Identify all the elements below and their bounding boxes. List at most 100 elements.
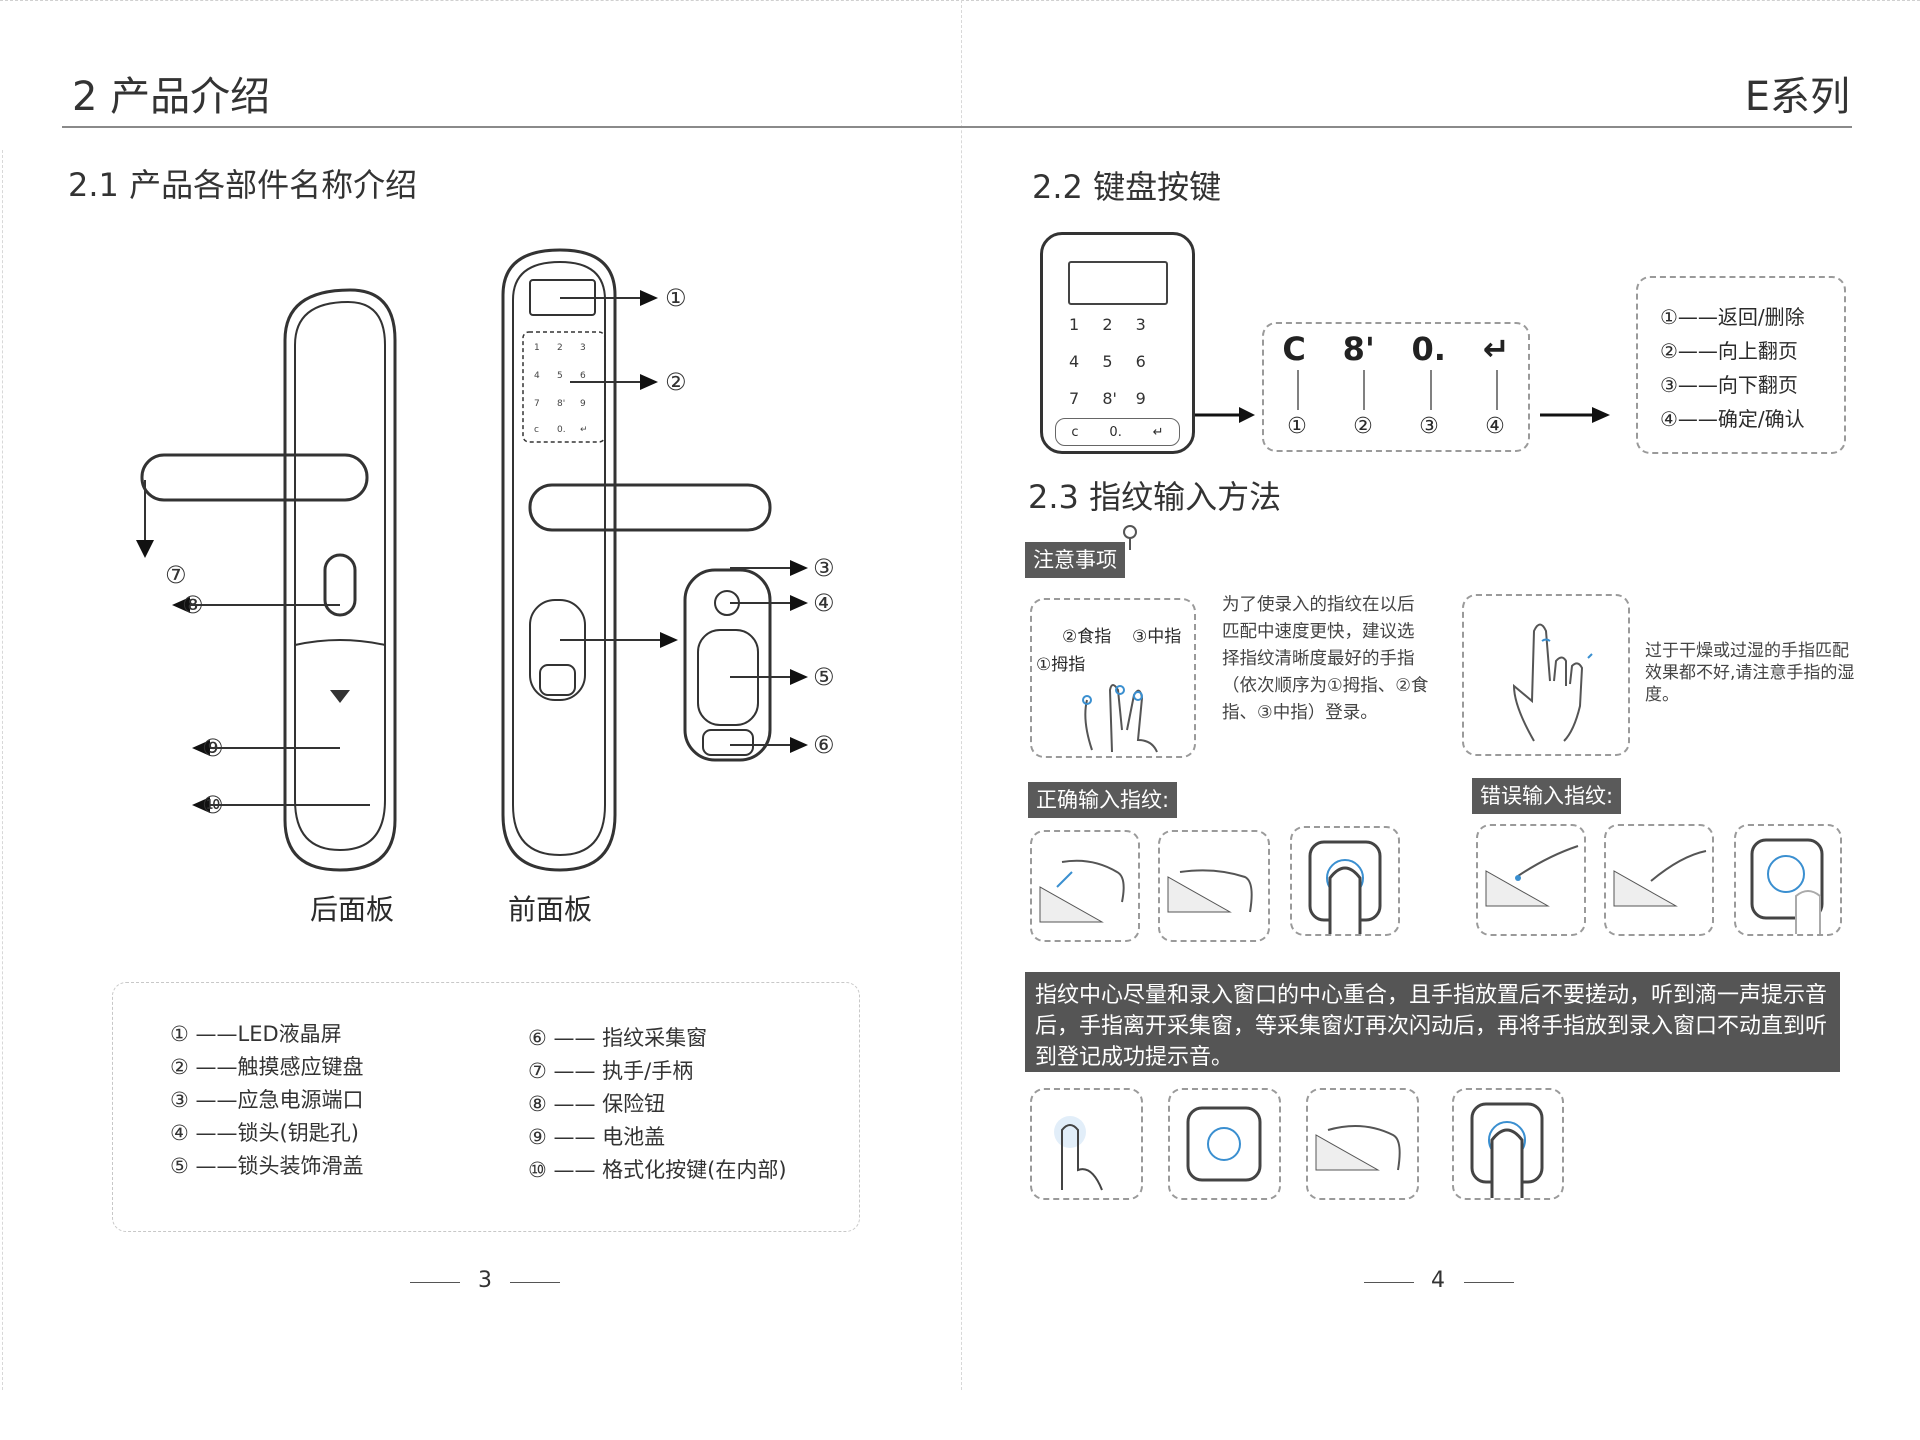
key-number: ④ [1485,414,1505,439]
legend-item: ⑧ —— 保险钮 [528,1092,666,1116]
callout-4: ④ [813,589,835,617]
legend-left-column: ① ——LED液晶屏 ② ——触摸感应键盘 ③ ——应急电源端口 ④ ——锁头(… [170,1018,364,1183]
callout-6: ⑥ [813,731,835,759]
keypad-function-row: c 0. ↵ [1055,418,1180,446]
keypad-grid: 1 2 3 4 5 6 7 8' 9 [1069,315,1169,408]
keypad-key: 8' [1102,389,1117,408]
left-margin-line [2,150,3,1390]
callout-10: ⑩ [202,791,224,819]
instruction-banner: 指纹中心尽量和录入窗口的中心重合，且手指放置后不要搓动，听到滴一声提示音后，手指… [1025,972,1840,1072]
fingerprint-sensor-offset-icon [1750,838,1824,934]
finger-label: ③中指 [1132,627,1182,647]
keypad-key: 1 [1069,315,1080,334]
front-panel-outline [501,248,617,872]
legend-item: ⑦ —— 执手/手柄 [528,1059,694,1083]
kp-key: 6 [580,371,586,381]
finger-press-icon [1054,1116,1103,1191]
finger-tilted-icon [1613,850,1707,907]
kp-key: 1 [534,343,540,353]
page-number-rule [1364,1282,1414,1283]
callout-8: ⑧ [182,591,204,619]
keypad-key: 4 [1069,352,1080,371]
keypad-key: 2 [1102,315,1113,334]
legend-item: ⑤ ——锁头装饰滑盖 [170,1154,364,1178]
legend-right-column: ⑥ —— 指纹采集窗 ⑦ —— 执手/手柄 ⑧ —— 保险钮 ⑨ —— 电池盖 … [528,1022,787,1187]
page-number: 3 [478,1268,492,1293]
step-4 [1452,1088,1564,1200]
wrong-example-1 [1476,824,1586,936]
kp-key: 3 [580,343,586,353]
kp-key: c [534,425,539,435]
keypad-key: 6 [1135,352,1146,371]
callout-3: ③ [813,554,835,582]
page-number-rule [510,1282,560,1283]
key-symbol-row: C 8' 0. ↵ [1264,330,1528,368]
kp-key: 9 [580,399,586,409]
keypad-screen [1068,261,1168,305]
notice-text-1: 为了使录入的指纹在以后匹配中速度更快，建议选择指纹清晰度最好的手指（依次顺序为①… [1222,595,1429,723]
key-meaning: ①——返回/删除 [1660,305,1805,329]
step-2 [1168,1088,1281,1200]
finger-on-sensor-icon [1039,859,1125,923]
key-meaning: ③——向下翻页 [1660,373,1798,397]
finger-choice-box: ②食指 ③中指 ①拇指 [1030,598,1196,758]
kp-key: 4 [534,371,540,381]
finger-label: ②食指 [1062,627,1112,647]
keypad-key: 5 [1102,352,1113,371]
legend-item: ⑨ —— 电池盖 [528,1125,666,1149]
legend-item: ③ ——应急电源端口 [170,1088,364,1112]
fingerprint-sensor-icon [1470,1102,1544,1198]
notice-tag: 注意事项 [1025,542,1125,578]
legend-item: ⑩ —— 格式化按键(在内部) [528,1158,787,1182]
step-1 [1030,1088,1143,1200]
parts-legend-box [112,982,860,1232]
keypad-key: 7 [1069,389,1080,408]
callout-7: ⑦ [165,561,187,589]
kp-key: 7 [534,399,540,409]
arrow-right-icon [1540,407,1610,423]
sensor-empty-icon [1186,1106,1262,1182]
touch-keypad [522,331,606,443]
callout-1: ① [665,284,687,312]
kp-key: ↵ [580,425,588,435]
front-handle [528,483,772,532]
legend-item: ④ ——锁头(钥匙孔) [170,1121,359,1145]
key-meaning: ②——向上翻页 [1660,339,1798,363]
notice-text-2: 过于干燥或过湿的手指匹配效果都不好,请注意手指的湿度。 [1645,641,1855,705]
key-symbol-down: 0. [1411,330,1446,368]
section-2-1-title: 2.1 产品各部件名称介绍 [68,166,418,204]
kp-key: 8' [557,399,565,409]
callout-5: ⑤ [813,663,835,691]
section-2-2-title: 2.2 键盘按键 [1032,168,1222,206]
fingerprint-sensor-icon [1308,840,1382,934]
wrong-example-2 [1604,824,1714,936]
legend-item: ① ——LED液晶屏 [170,1022,342,1046]
kp-key: 5 [557,371,563,381]
keypad-key: c [1071,424,1079,440]
finger-on-sensor-icon [1315,1125,1401,1171]
wrong-input-tag: 错误输入指纹: [1472,778,1622,814]
front-panel-label: 前面板 [508,893,593,926]
finger-tilted-icon [1485,845,1579,907]
key-symbol-up: 8' [1342,330,1375,368]
arrow-right-icon [1195,407,1255,423]
fingerprint-window [529,599,586,701]
finger-on-sensor-icon [1167,869,1253,913]
keypad-key: 9 [1135,389,1146,408]
key-number: ② [1353,414,1373,439]
correct-example-3 [1290,826,1400,936]
safety-knob [323,553,357,617]
key-number: ③ [1419,414,1439,439]
correct-example-1 [1030,830,1140,942]
wrong-example-3 [1734,824,1842,936]
hand-icon [1082,684,1158,753]
callout-2: ② [665,368,687,396]
function-keys-box: C 8' 0. ↵ ① ② ③ ④ [1262,322,1530,452]
key-symbol-c: C [1282,330,1306,368]
rear-handle [140,453,369,502]
finger-label: ①拇指 [1036,655,1086,675]
rear-panel-outline [283,288,397,872]
keypad-key: ↵ [1152,424,1164,440]
keypad-key: 0. [1109,424,1122,440]
chapter-title: 2 产品介绍 [72,74,271,120]
